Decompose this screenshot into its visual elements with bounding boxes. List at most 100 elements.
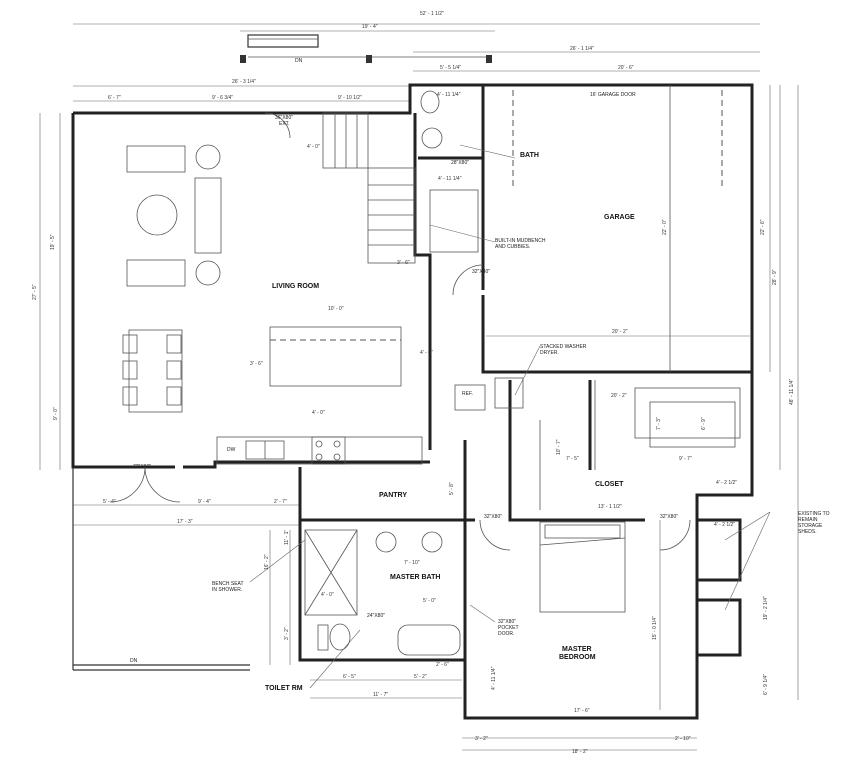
walls [71,83,754,720]
dim: 4' - 2 1/2" [716,480,737,486]
dim: 20' - 2" [611,393,627,399]
master-bedroom-label-1: MASTER [562,646,592,653]
master-bath-fixtures [304,529,461,656]
living-room-label: LIVING ROOM [272,283,319,290]
kitchen [216,326,423,465]
living-furniture [122,144,222,413]
master-bedroom-label-2: BEDROOM [559,654,596,661]
dim: 9' - 10 1/2" [338,95,362,101]
closet-label: CLOSET [595,481,624,488]
dim: 4' - 11 1/4" [491,666,497,690]
dim: 18' - 2" [572,749,588,755]
dim: 4' - 0" [420,350,433,356]
ext-door-note: 36"X80" [275,115,293,121]
dim: 3' - 2" [284,627,290,640]
dim: 10' - 0" [328,306,344,312]
annotations: 16' GARAGE DOOR BUILT-IN MUDBENCH AND CU… [130,58,830,664]
dishwasher-label: DW [227,447,236,453]
toilet-door-size: 24"X80" [367,613,385,619]
dim: 9' - 0" [53,407,59,420]
dim: 9' - 7" [679,456,692,462]
dim: 7' - 3" [656,417,662,430]
garage-label: GARAGE [604,214,635,221]
patio-door-size: 72"X80" [133,464,151,470]
washer-note: STACKED WASHER [540,344,587,350]
dim: 7' - 10" [404,560,420,566]
dim: 20' - 2" [612,329,628,335]
garage-door-note: 16' GARAGE DOOR [590,92,636,98]
dim: 3' - 6" [250,361,263,367]
dim: 26' - 3 1/4" [232,79,256,85]
dim: 17' - 3" [177,519,193,525]
dim: 4' - 2 1/2" [714,522,735,528]
master-bath-label: MASTER BATH [390,574,440,581]
dimension-lines [39,23,799,751]
dim: 4' - 0" [307,144,320,150]
dim: 27' - 5" [32,284,38,300]
pocket-door-note: 32"X80" [498,619,516,625]
sheds-note-3: STORAGE [798,523,823,529]
dim: 9' - 4" [198,499,211,505]
dim: 19' - 4" [362,24,378,30]
garage-door [486,85,750,372]
dim: 6' - 5" [343,674,356,680]
mudbench-note-2: AND CUBBIES. [495,244,530,250]
garage-door-size: 32"X80" [472,269,490,275]
dim: 19' - 2 1/4" [763,596,769,620]
front-porch [240,34,492,63]
dim: 2' - 7" [274,499,287,505]
stairs-down-label: DN [295,58,303,64]
sheds-note-4: SHEDS. [798,529,817,535]
dim: 11' - 7" [373,692,388,698]
dim: 5' - 4" [103,499,116,505]
dim: 2' - 10" [675,736,691,742]
dim: 4' - 11 1/4" [438,176,462,182]
dim: 4' - 11 1/4" [437,92,461,98]
dim: 16' - 2" [264,554,270,570]
sheds-note-2: REMAIN [798,517,818,523]
bath-label: BATH [520,152,539,159]
sheds-note: EXISTING TO [798,511,830,517]
dim: 6' - 9 1/4" [763,674,769,695]
dim: 7' - 5" [566,456,579,462]
bed [539,521,626,613]
fridge-label: REF. [462,391,473,397]
bath-fixtures [420,90,524,411]
dim: 15' - 0 1/4" [652,616,658,640]
dim: 19' - 5" [50,234,56,250]
bench-note-2: IN SHOWER. [212,587,242,593]
bath-door-size: 28"X80" [451,160,469,166]
bench-note: BENCH SEAT [212,581,244,587]
dim: 6' - 9" [701,417,707,430]
dim: 5' - 5 1/4" [440,65,461,71]
staircase [322,112,416,264]
dim: 26' - 1 1/4" [570,46,594,52]
dim: 5' - 8" [449,482,455,495]
pocket-door-note-2: POCKET [498,625,519,631]
closet-shelves [539,380,741,510]
dim: 17' - 6" [574,708,590,714]
closet-door-size-2: 32"X80" [660,514,678,520]
washer-note-2: DRYER. [540,350,559,356]
mudbench-note: BUILT-IN MUDBENCH [495,238,546,244]
dim: 3' - 2" [475,736,488,742]
dim: 13' - 1 1/2" [598,504,622,510]
stairs-down-label-2: DN [130,658,138,664]
dim: 6' - 7" [108,95,121,101]
dim: 20' - 6" [618,65,634,71]
dim: 48' - 11 1/4" [789,379,795,405]
dim: 3' - 6" [397,260,410,266]
dim: 4' - 0" [321,592,334,598]
toilet-room-label: TOILET RM [265,685,303,692]
dim: 10' - 7" [556,439,562,455]
doors [109,112,691,551]
dimension-labels: 52' - 1 1/2" 19' - 4" 26' - 1 1/4" 20' -… [32,11,795,755]
dim: 11' - 1" [284,530,290,545]
dim: 4' - 0" [312,410,325,416]
dim: 5' - 2" [414,674,427,680]
pantry-label: PANTRY [379,492,407,499]
dim: 28' - 9" [772,269,778,285]
dim: 5' - 0" [423,598,436,604]
ext-door-note-2: EXT. [279,121,290,127]
